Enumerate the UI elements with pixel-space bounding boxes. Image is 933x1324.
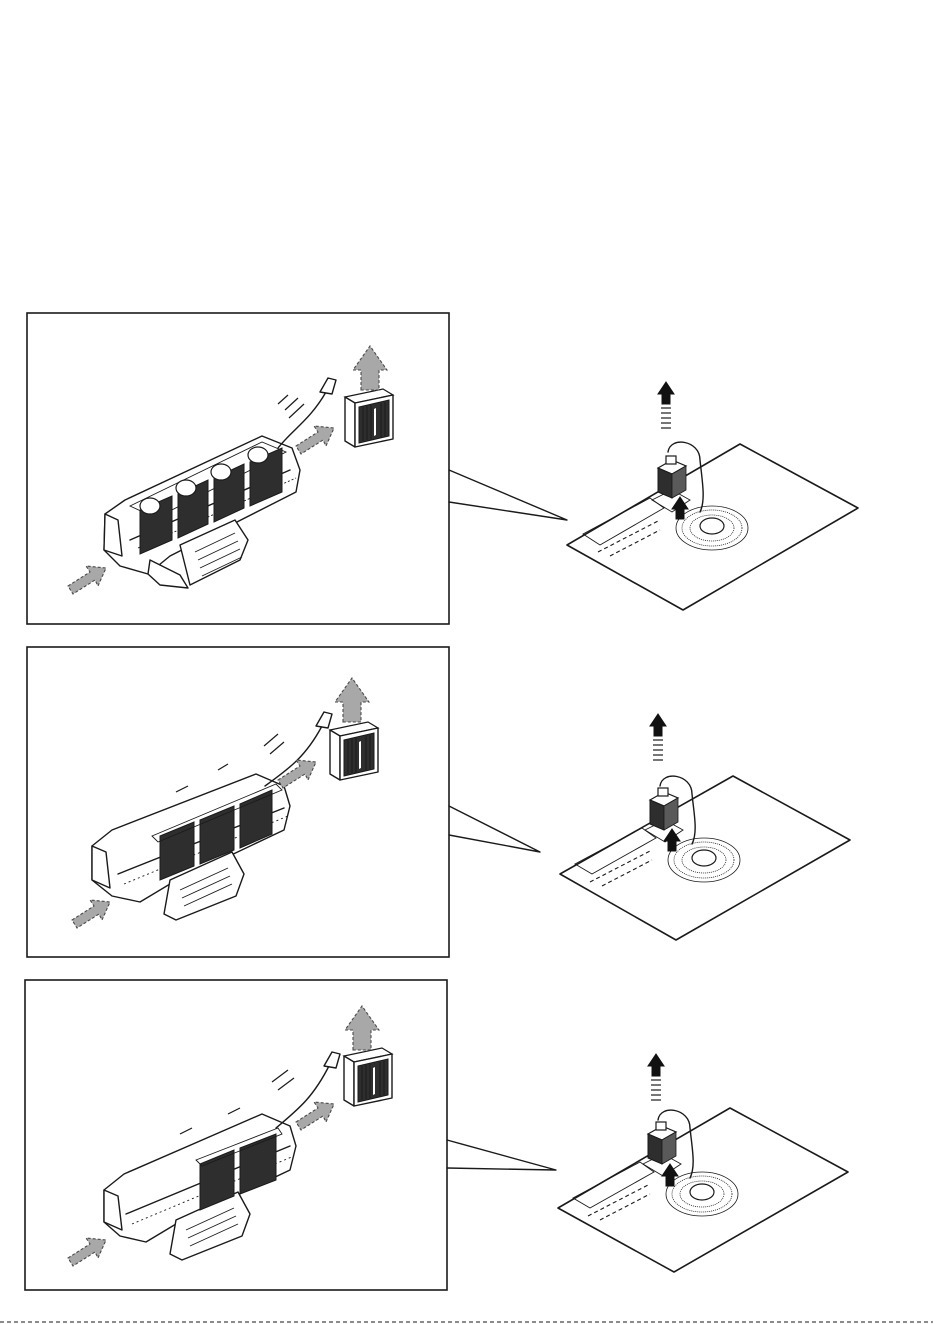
lift-motion-lines xyxy=(661,408,671,428)
air-flow-arrow-icon xyxy=(72,900,110,928)
panel-step-3 xyxy=(25,980,848,1290)
circuit-board xyxy=(558,1108,848,1272)
circuit-board xyxy=(567,442,858,610)
filter-cartridge-icon xyxy=(330,722,378,780)
up-arrow-icon xyxy=(648,1054,664,1076)
sensor-icon xyxy=(650,788,678,830)
lift-motion-lines xyxy=(653,740,663,760)
filter-housing xyxy=(104,1052,340,1260)
filter-housing xyxy=(104,378,336,588)
callout-pointer xyxy=(449,470,567,520)
filter-cartridge-icon xyxy=(345,389,393,447)
panel-step-2 xyxy=(27,647,850,957)
lift-motion-lines xyxy=(651,1080,661,1100)
callout-pointer xyxy=(449,806,540,852)
filter-housing xyxy=(92,712,332,920)
air-flow-arrow-icon xyxy=(68,566,106,594)
sensor-icon xyxy=(658,456,686,498)
air-flow-arrow-icon xyxy=(345,1006,379,1050)
panel-step-1 xyxy=(27,313,858,624)
air-flow-arrow-icon xyxy=(296,1102,334,1130)
up-arrow-icon xyxy=(658,382,674,404)
air-flow-arrow-icon xyxy=(353,346,387,390)
air-flow-arrow-icon xyxy=(68,1238,106,1266)
filter-cartridge-icon xyxy=(344,1048,392,1106)
air-flow-arrow-icon xyxy=(278,760,316,788)
air-flow-arrow-icon xyxy=(335,678,369,722)
sensor-icon xyxy=(648,1122,676,1164)
air-flow-arrow-icon xyxy=(296,426,334,454)
callout-pointer xyxy=(447,1140,556,1170)
up-arrow-icon xyxy=(650,714,666,736)
circuit-board xyxy=(560,776,850,940)
